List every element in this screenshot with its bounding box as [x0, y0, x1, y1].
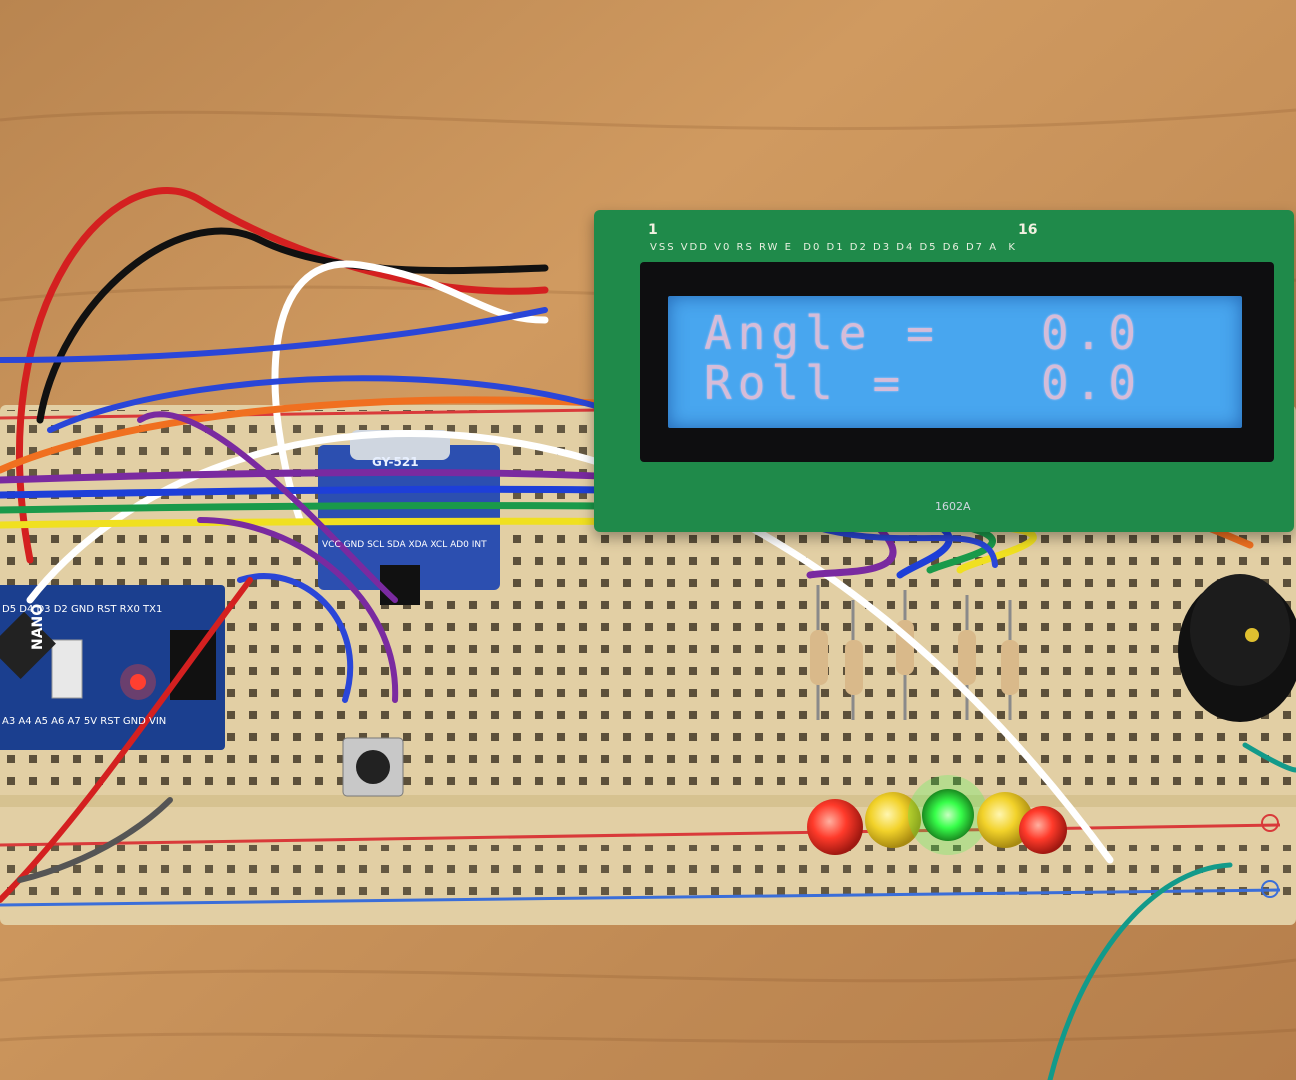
buzzer — [1178, 574, 1296, 722]
breadboard — [0, 405, 1296, 925]
lcd-pin-labels: VSS VDD V0 RS RW E D0 D1 D2 D3 D4 D5 D6 … — [650, 242, 1017, 253]
lcd-pin-first: 1 — [648, 222, 658, 238]
nano-pins-top: D5 D4 D3 D2 GND RST RX0 TX1 — [2, 604, 163, 615]
led-yellow-1 — [865, 792, 921, 848]
led-red-1 — [807, 799, 863, 855]
lcd-model-marking: 1602A — [935, 500, 971, 513]
sensor-label: GY-521 — [372, 455, 419, 469]
led-red-2 — [1019, 806, 1067, 854]
lcd-line-1: Angle = 0.0 — [704, 306, 1143, 360]
sensor-pins: VCC GND SCL SDA XDA XCL AD0 INT — [322, 540, 487, 550]
lcd-pin-last: 16 — [1018, 222, 1038, 238]
nano-pins-bottom: A3 A4 A5 A6 A7 5V RST GND VIN — [2, 716, 167, 727]
lcd-line-2: Roll = 0.0 — [704, 356, 1143, 410]
led-green-core — [922, 789, 974, 841]
led-row — [807, 775, 1067, 855]
push-button — [342, 737, 404, 797]
lcd-screen — [668, 296, 1242, 428]
led-yellow-2 — [977, 792, 1033, 848]
arduino-nano — [0, 585, 225, 750]
resistor-bodies — [810, 620, 1019, 695]
